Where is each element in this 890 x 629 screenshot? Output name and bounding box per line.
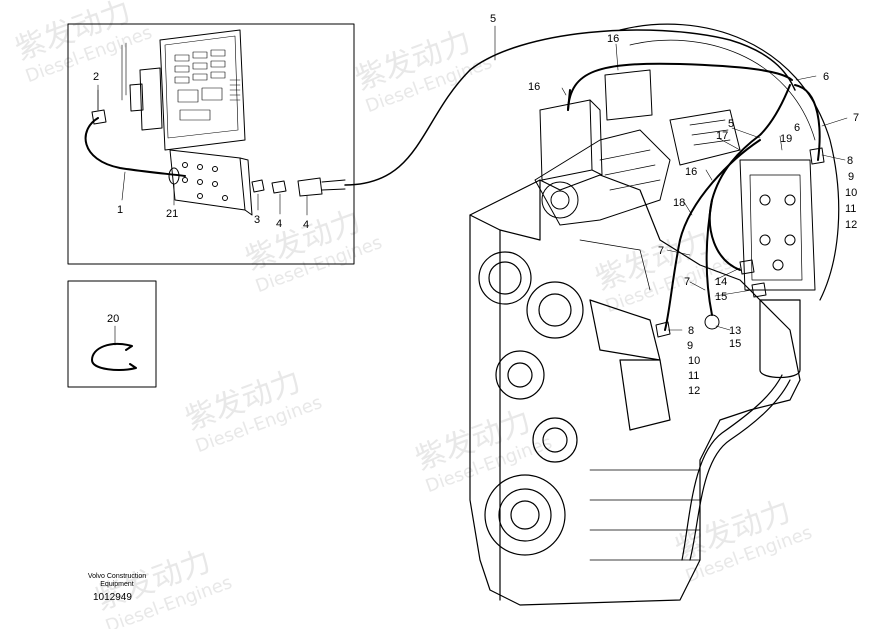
publisher-line-1: Volvo Construction <box>87 573 147 580</box>
callout-8: 8 <box>688 325 694 337</box>
callout-17: 17 <box>716 130 728 142</box>
callout-7: 7 <box>853 112 859 124</box>
callout-12: 12 <box>688 385 700 397</box>
callout-7: 7 <box>684 276 690 288</box>
callout-12: 12 <box>845 219 857 231</box>
harness-cable <box>84 117 186 177</box>
callout-9: 9 <box>848 171 854 183</box>
callout-3: 3 <box>254 214 260 226</box>
clip-illustration <box>91 342 137 371</box>
hose-7-lower <box>705 199 713 316</box>
leader-lines <box>97 25 848 346</box>
fitting-4a <box>271 180 287 194</box>
callout-15: 15 <box>715 291 727 303</box>
callout-5: 5 <box>490 13 496 25</box>
callout-6: 6 <box>794 122 800 134</box>
callout-4: 4 <box>303 219 309 231</box>
watermark: 紫发动力 Diesel-Engines <box>241 204 385 298</box>
watermark: 紫发动力 Diesel-Engines <box>411 404 555 498</box>
callout-7: 7 <box>658 245 664 257</box>
callout-2: 2 <box>93 71 99 83</box>
watermark: 紫发动力 Diesel-Engines <box>671 494 815 588</box>
watermark: 紫发动力 Diesel-Engines <box>11 0 155 87</box>
callout-4: 4 <box>276 218 282 230</box>
callout-16: 16 <box>528 81 540 93</box>
callout-16: 16 <box>685 166 697 178</box>
control-valve-block <box>739 159 816 291</box>
breather-block <box>604 69 653 121</box>
callout-11: 11 <box>845 203 856 215</box>
callout-14: 14 <box>715 276 727 288</box>
callout-16: 16 <box>607 33 619 45</box>
detail-box-harness <box>67 23 355 265</box>
callout-5: 5 <box>728 118 734 130</box>
callout-10: 10 <box>688 355 700 367</box>
hose-7-right <box>794 84 821 161</box>
callout-20: 20 <box>107 313 119 325</box>
callout-15: 15 <box>729 338 741 350</box>
pump-assembly <box>534 109 741 226</box>
callout-8: 8 <box>847 155 853 167</box>
fitting-3 <box>251 179 265 193</box>
callout-11: 11 <box>688 370 699 382</box>
callout-9: 9 <box>687 340 693 352</box>
hose-16-top <box>567 62 793 111</box>
cable-5 <box>344 29 796 186</box>
reservoir <box>539 99 603 181</box>
detail-box-clip <box>67 280 157 388</box>
control-unit-illustration <box>121 29 246 151</box>
drawing-id: 1012949 <box>93 592 132 603</box>
callout-19: 19 <box>780 133 792 145</box>
publisher-line-2: Equipment <box>100 581 134 588</box>
hose-18 <box>664 139 761 331</box>
callout-labels: 2 1 21 3 4 4 20 5 16 16 6 7 5 6 17 19 16… <box>93 13 859 397</box>
watermark: 紫发动力 Diesel-Engines <box>591 224 735 318</box>
callout-6: 6 <box>823 71 829 83</box>
watermark: 紫发动力 Diesel-Engines <box>181 364 325 458</box>
watermark-layer: 紫发动力 Diesel-Engines 紫发动力 Diesel-Engines … <box>11 0 815 629</box>
connector-plate <box>168 149 253 216</box>
callout-21: 21 <box>166 208 178 220</box>
callout-13: 13 <box>729 325 741 337</box>
callout-1: 1 <box>117 204 123 216</box>
callout-10: 10 <box>845 187 857 199</box>
publisher-label: Volvo Construction Equipment <box>72 573 162 589</box>
callout-18: 18 <box>673 197 685 209</box>
transmission-housing <box>469 23 840 606</box>
fitting-4b <box>297 177 346 197</box>
